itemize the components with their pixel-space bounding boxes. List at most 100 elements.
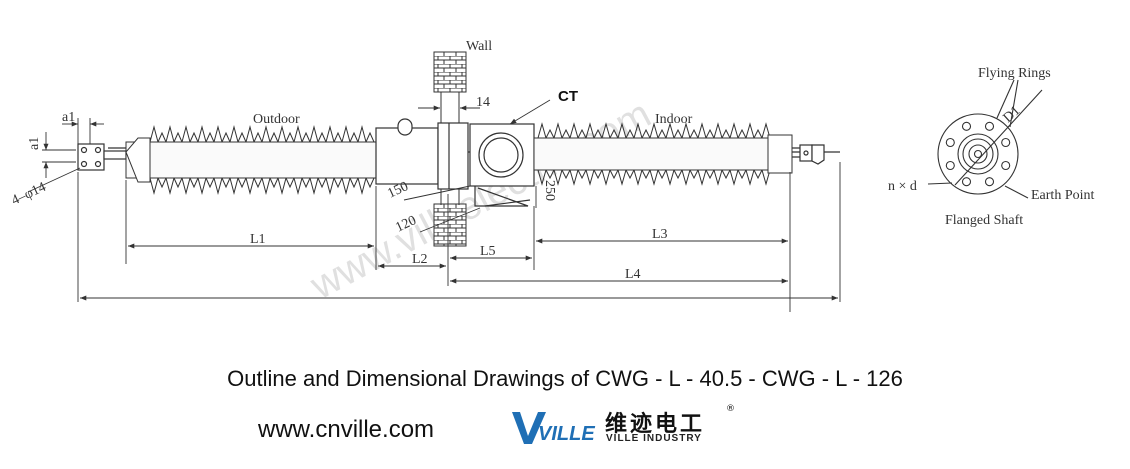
ct-housing <box>469 123 535 207</box>
insulator-shed <box>705 128 715 180</box>
label-wall: Wall <box>466 39 492 54</box>
footer-url: www.cnville.com <box>258 416 435 443</box>
insulator-shed <box>753 128 763 180</box>
flange-bolt-hole <box>945 160 955 171</box>
insulator-shed <box>213 125 223 195</box>
label-flying-rings: Flying Rings <box>978 66 1051 81</box>
label-ct: CT <box>558 88 578 105</box>
insulator-shed <box>577 128 587 180</box>
insulator-shed <box>205 131 215 189</box>
insulator-shed <box>309 125 319 195</box>
flange-bolt-hole <box>961 177 972 187</box>
insulator-shed <box>561 128 571 180</box>
insulator-shed <box>189 131 199 189</box>
indoor-insulator <box>533 122 793 186</box>
ville-logo-mark-icon: VILLE <box>512 412 595 445</box>
insulator-shed <box>729 122 739 186</box>
insulator-shed <box>149 125 159 195</box>
insulator-shed <box>721 128 731 180</box>
dimension-lines <box>27 99 841 312</box>
label-dim-250: 250 <box>542 180 557 201</box>
insulator-shed <box>221 131 231 189</box>
insulator-shed <box>553 122 563 186</box>
insulator-shed <box>229 125 239 195</box>
insulator-shed <box>365 131 375 189</box>
label-L1: L1 <box>250 232 266 247</box>
insulator-shed <box>713 122 723 186</box>
label-L2: L2 <box>412 252 428 267</box>
insulator-shed <box>261 125 271 195</box>
logo-registered-mark: ® <box>726 404 735 414</box>
insulator-shed <box>197 125 207 195</box>
indoor-terminal <box>799 144 825 165</box>
insulator-shed <box>293 125 303 195</box>
insulator-shed <box>317 131 327 189</box>
flange-bolt-hole <box>945 137 955 148</box>
insulator-shed <box>593 128 603 180</box>
insulator-shed <box>277 125 287 195</box>
insulator-shed <box>625 128 635 180</box>
insulator-shed <box>173 131 183 189</box>
insulator-shed <box>609 128 619 180</box>
insulator-shed <box>681 122 691 186</box>
insulator-shed <box>545 128 555 180</box>
flange-end-view <box>927 79 1043 199</box>
flange-bolt-hole <box>984 177 995 187</box>
insulator-shed <box>333 131 343 189</box>
label-earth-point: Earth Point <box>1031 188 1094 203</box>
label-a1-top: a1 <box>62 110 75 125</box>
insulator-shed <box>665 122 675 186</box>
label-outdoor: Outdoor <box>253 112 300 127</box>
logo-english-name: VILLE INDUSTRY <box>606 433 702 444</box>
logo-mark-text: VILLE <box>538 423 595 445</box>
flange-bolt-hole <box>984 121 995 131</box>
insulator-shed <box>641 128 651 180</box>
insulator-shed <box>325 125 335 195</box>
outdoor-insulator <box>125 125 377 195</box>
insulator-shed <box>601 122 611 186</box>
insulator-shed <box>537 122 547 186</box>
insulator-shed <box>269 131 279 189</box>
insulator-shed <box>761 122 771 186</box>
outdoor-terminal <box>77 143 127 171</box>
label-holes: 4–φ14 <box>9 180 48 209</box>
insulator-shed <box>737 128 747 180</box>
label-nxd: n × d <box>888 179 917 194</box>
insulator-shed <box>649 122 659 186</box>
logo-chinese-name: 维迹电工 <box>605 412 706 437</box>
insulator-shed <box>569 122 579 186</box>
insulator-shed <box>349 131 359 189</box>
insulator-shed <box>157 131 167 189</box>
insulator-shed <box>237 131 247 189</box>
insulator-shed <box>689 128 699 180</box>
insulator-shed <box>285 131 295 189</box>
insulator-shed <box>245 125 255 195</box>
insulator-shed <box>301 131 311 189</box>
insulator-shed <box>253 131 263 189</box>
company-logo: VILLE 维迹电工 ® VILLE INDUSTRY <box>508 404 748 450</box>
label-a1-side: a1 <box>27 137 42 150</box>
insulator-shed <box>585 122 595 186</box>
flange-bolt-hole <box>1001 160 1011 171</box>
insulator-shed <box>341 125 351 195</box>
mounting-flange <box>375 118 469 190</box>
label-L4: L4 <box>625 267 641 282</box>
label-indoor: Indoor <box>655 112 693 127</box>
insulator-shed <box>357 125 367 195</box>
figure-caption: Outline and Dimensional Drawings of CWG … <box>227 366 903 391</box>
label-L3: L3 <box>652 227 668 242</box>
insulator-shed <box>181 125 191 195</box>
label-flanged-shaft: Flanged Shaft <box>945 213 1023 228</box>
label-dim-14: 14 <box>476 95 490 110</box>
insulator-shed <box>633 122 643 186</box>
outdoor-end-cap <box>125 137 151 183</box>
insulator-shed <box>657 128 667 180</box>
insulator-shed <box>697 122 707 186</box>
insulator-shed <box>673 128 683 180</box>
flange-bolt-hole <box>961 121 972 131</box>
insulator-shed <box>745 122 755 186</box>
label-L5: L5 <box>480 244 496 259</box>
insulator-shed <box>617 122 627 186</box>
insulator-shed <box>165 125 175 195</box>
